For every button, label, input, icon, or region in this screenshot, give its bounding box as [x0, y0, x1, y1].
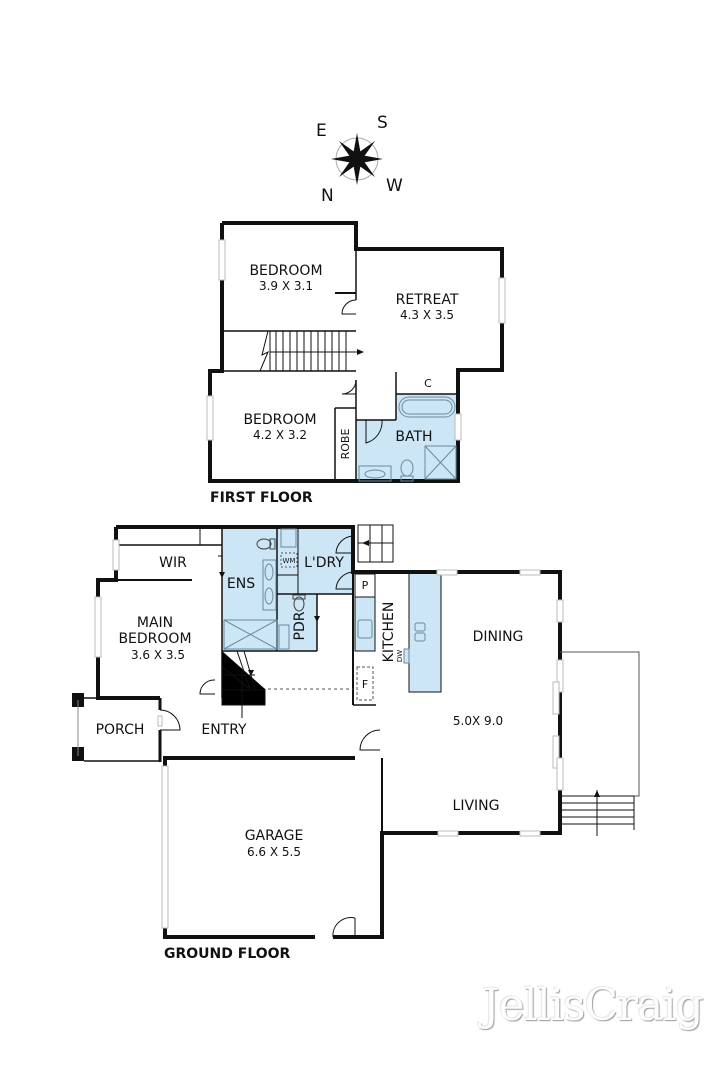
dishwasher-label: DW [396, 650, 404, 662]
compass-north-label: N [321, 186, 334, 206]
main-bedroom-label-line2: BEDROOM [118, 631, 191, 647]
first-floor-plan [206, 221, 506, 483]
pdr-label: PDR [292, 611, 308, 640]
kitchen-label: KITCHEN [381, 602, 397, 663]
laundry-label: L'DRY [304, 555, 344, 571]
porch-label: PORCH [96, 722, 145, 738]
compass-east-label: E [316, 121, 327, 141]
stair-arrow-icon [357, 349, 364, 355]
living-label: LIVING [453, 798, 500, 814]
bedroom1-label: BEDROOM [249, 263, 322, 279]
dining-label: DINING [473, 629, 524, 645]
first-floor-title: FIRST FLOOR [210, 490, 313, 506]
entry-label: ENTRY [201, 722, 247, 738]
living-dining-dims: 5.0X 9.0 [453, 714, 503, 728]
bath-label: BATH [395, 429, 432, 445]
fridge-label: F [362, 678, 368, 691]
retreat-label: RETREAT [396, 292, 459, 308]
brand-logo: JellisCraig [482, 980, 704, 1031]
retreat-dims: 4.3 X 3.5 [400, 308, 454, 322]
compass-south-label: S [377, 113, 388, 133]
garage-dims: 6.6 X 5.5 [247, 845, 301, 859]
bedroom2-dims: 4.2 X 3.2 [253, 428, 307, 442]
compass-rose-icon [331, 133, 383, 185]
main-bedroom-label-line1: MAIN [137, 615, 173, 631]
garage-label: GARAGE [245, 828, 304, 844]
main-bedroom-dims: 3.6 X 3.5 [131, 648, 185, 662]
ground-floor-plan [72, 524, 640, 939]
bedroom2-label: BEDROOM [243, 412, 316, 428]
cupboard-label: C [424, 377, 432, 390]
pantry-label: P [362, 579, 369, 592]
robe-label: ROBE [339, 429, 352, 460]
compass-west-label: W [386, 176, 403, 196]
wm-label: WM [283, 557, 296, 565]
ground-floor-title: GROUND FLOOR [164, 946, 291, 962]
ens-label: ENS [227, 576, 255, 592]
wir-label: WIR [159, 555, 187, 571]
bedroom1-dims: 3.9 X 3.1 [259, 279, 313, 293]
